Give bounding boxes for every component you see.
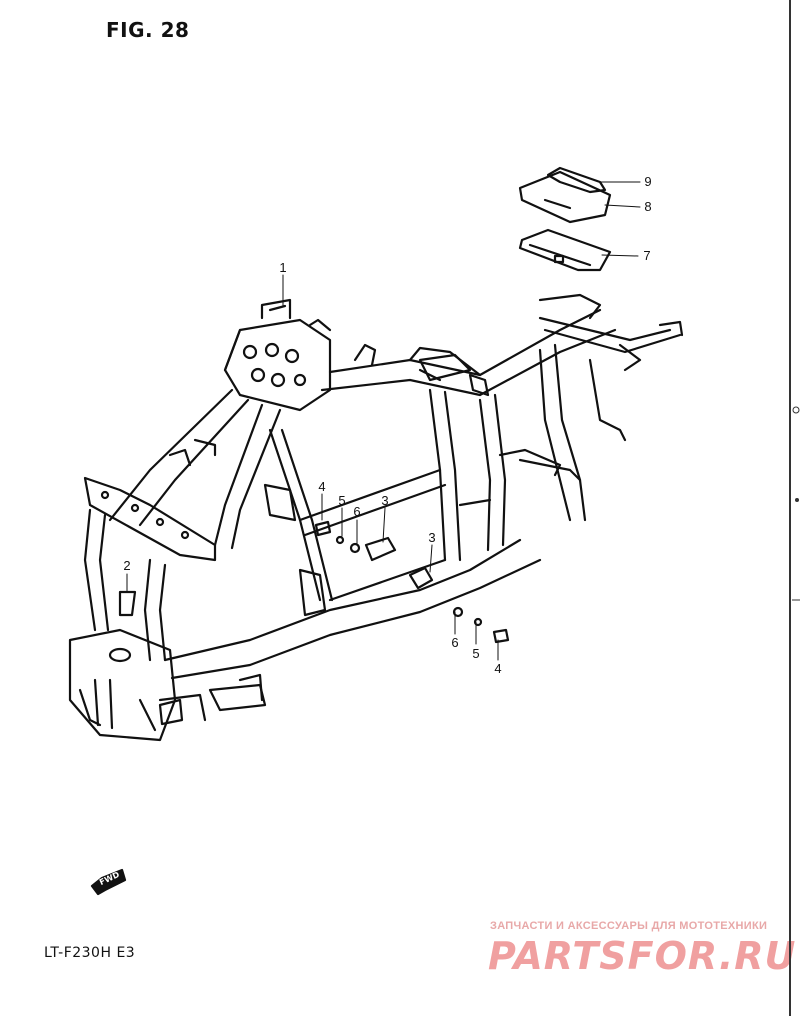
- page-edge-decoration: [789, 0, 800, 1016]
- callout-part-3: 3: [428, 530, 436, 545]
- callout-part-8: 8: [644, 199, 652, 214]
- battery-case-parts: [518, 166, 612, 272]
- callout-part-1: 1: [279, 260, 287, 275]
- leader-lines: [126, 181, 641, 661]
- callout-part-3: 3: [381, 493, 389, 508]
- watermark-tagline: ЗАПЧАСТИ И АКСЕССУАРЫ ДЛЯ МОТОТЕХНИКИ: [490, 920, 768, 932]
- frame-main-body: [68, 293, 684, 742]
- callout-part-2: 2: [123, 558, 131, 573]
- model-code: LT-F230H E3: [44, 945, 136, 961]
- figure-title: FIG. 28: [106, 18, 190, 42]
- callout-part-6: 6: [353, 504, 361, 519]
- callout-part-6: 6: [451, 635, 459, 650]
- watermark-logo: PARTSFOR.RU: [488, 934, 797, 978]
- forward-direction-badge: [90, 868, 127, 896]
- callout-part-5: 5: [338, 493, 346, 508]
- callout-part-4: 4: [318, 479, 326, 494]
- callout-part-7: 7: [643, 248, 651, 263]
- hardware-parts: [314, 520, 510, 644]
- callout-part-9: 9: [644, 174, 652, 189]
- callout-part-4: 4: [494, 661, 502, 676]
- callout-part-5: 5: [472, 646, 480, 661]
